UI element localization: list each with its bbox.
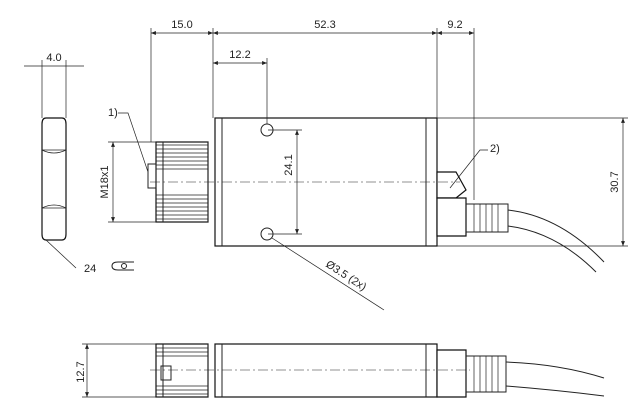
front-view: 15.0 52.3 9.2 12.2 4.0 M18x1 24.1 30.7 Ø…: [24, 19, 628, 311]
dim-52-3: 52.3: [314, 19, 335, 31]
nut-qty-label: 24: [84, 263, 96, 275]
lock-nut: [41, 117, 67, 241]
callout-2: 2): [490, 143, 500, 155]
clip-icon: [111, 261, 134, 271]
dim-12-2: 12.2: [229, 49, 250, 61]
dim-m18x1: M18x1: [99, 165, 111, 198]
dim-24-1: 24.1: [283, 154, 295, 175]
dim-hole: Ø3.5 (2x): [323, 258, 368, 293]
dim-4-0: 4.0: [46, 52, 61, 64]
cable-gland: [436, 171, 605, 273]
dim-30-7: 30.7: [609, 171, 621, 192]
cable: [507, 209, 605, 263]
callout-1: 1): [108, 107, 118, 119]
side-view: 12.7: [75, 343, 605, 398]
dim-15-0: 15.0: [171, 19, 192, 31]
dim-9-2: 9.2: [447, 19, 462, 31]
dim-12-7: 12.7: [75, 361, 87, 382]
